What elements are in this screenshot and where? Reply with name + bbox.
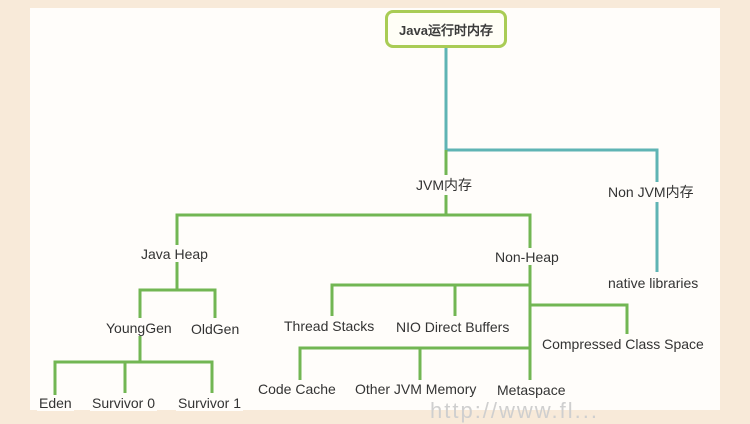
- node-jvm-memory[interactable]: JVM内存: [414, 175, 474, 195]
- node-code-cache[interactable]: Code Cache: [256, 381, 338, 397]
- node-java-heap[interactable]: Java Heap: [139, 246, 210, 262]
- node-survivor-1[interactable]: Survivor 1: [176, 395, 244, 411]
- edge-heap-split: [138, 262, 217, 318]
- node-thread-stacks[interactable]: Thread Stacks: [282, 318, 377, 334]
- edge-nonheap-split: [298, 265, 629, 380]
- edge-young-split: [53, 335, 214, 395]
- watermark-text: http://www.fl...: [430, 398, 599, 423]
- node-metaspace[interactable]: Metaspace: [495, 382, 568, 398]
- root-node-java-runtime-memory[interactable]: Java运行时内存: [385, 10, 507, 48]
- node-nio-direct-buffers[interactable]: NIO Direct Buffers: [394, 319, 512, 335]
- node-survivor-0[interactable]: Survivor 0: [90, 395, 158, 411]
- node-old-gen[interactable]: OldGen: [189, 321, 242, 337]
- node-eden[interactable]: Eden: [37, 395, 74, 411]
- tree-connectors: [53, 48, 659, 395]
- node-non-jvm-memory[interactable]: Non JVM内存: [606, 182, 696, 202]
- node-other-jvm-memory[interactable]: Other JVM Memory: [353, 381, 479, 397]
- edge-root-split: [444, 48, 659, 182]
- edge-jvm-split: [175, 192, 532, 248]
- node-young-gen[interactable]: YoungGen: [104, 320, 174, 336]
- node-non-heap[interactable]: Non-Heap: [493, 249, 561, 265]
- node-compressed-class-space[interactable]: Compressed Class Space: [540, 336, 706, 352]
- node-native-libraries[interactable]: native libraries: [606, 275, 701, 291]
